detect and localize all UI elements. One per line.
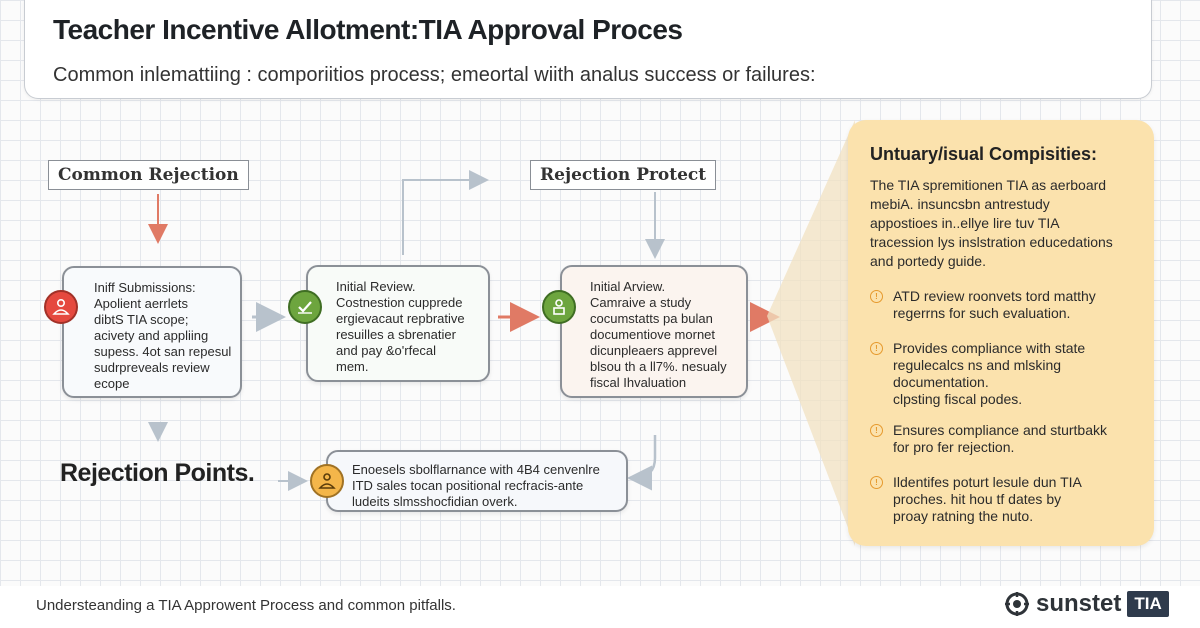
- panel-item-line: documentation.: [893, 374, 989, 390]
- footer-caption: Understeanding a TIA Approwent Process a…: [36, 597, 456, 614]
- card-line: supess. 4ot san repesul: [94, 344, 232, 359]
- panel-list-item: ! Provides compliance with state regulec…: [870, 340, 1085, 408]
- bullet-icon: !: [870, 342, 883, 355]
- card-line: Enoesels sbolflarnance with 4B4 cenvenlr…: [352, 462, 600, 477]
- card-line: and pay &o'rfecal: [336, 343, 437, 358]
- panel-item-line: clpsting fiscal podes.: [893, 391, 1023, 407]
- card-line: mem.: [336, 359, 369, 374]
- panel-item-line: Ildentifes poturt lesule dun TIA: [893, 474, 1082, 490]
- reviewer-icon: [542, 290, 576, 324]
- card-line: Initial Review.: [336, 279, 416, 294]
- card-line: fiscal Ihvaluation: [590, 375, 687, 390]
- card-line: ergievacaut repbrative: [336, 311, 465, 326]
- card-initial-arview[interactable]: Initial Arview. Camraive a study cocumst…: [560, 265, 748, 398]
- panel-list-item: ! ATD review roonvets tord matthy regerr…: [870, 288, 1096, 322]
- bullet-icon: !: [870, 290, 883, 303]
- card-line: ITD sales tocan positional recfracis-ant…: [352, 478, 584, 493]
- panel-item-line: Provides compliance with state: [893, 340, 1086, 356]
- card-line: Apolient aerrlets: [94, 296, 188, 311]
- panel-intro: The TIA spremitionen TIA as aerboard meb…: [870, 176, 1113, 271]
- card-text: Iniff Submissions: Apolient aerrlets dib…: [94, 280, 231, 392]
- arrow-card3-to-card4: [627, 435, 657, 491]
- panel-item-line: proay ratning the nuto.: [893, 508, 1034, 524]
- card-line: dicunpleaers apprevel: [590, 343, 718, 358]
- card-text: Initial Arview. Camraive a study cocumst…: [590, 279, 727, 391]
- panel-item-line: for pro fer rejection.: [893, 439, 1015, 455]
- card-line: Costnestion cupprede: [336, 295, 463, 310]
- panel-title: Untuary/isual Compisities:: [870, 144, 1098, 164]
- panel-item-line: Ensures compliance and sturtbakk: [893, 422, 1107, 438]
- bullet-icon: !: [870, 476, 883, 489]
- summary-panel: Untuary/isual Compisities: The TIA sprem…: [848, 120, 1154, 546]
- card-line: resuilles a sbrenatier: [336, 327, 456, 342]
- panel-intro-line: and portedy guide.: [870, 253, 986, 269]
- card-line: Initial Arview.: [590, 279, 666, 294]
- rejection-points-heading: Rejection Points.: [60, 459, 255, 487]
- panel-item-line: regerrns for such evaluation.: [893, 305, 1071, 321]
- person-icon: [44, 290, 78, 324]
- panel-item-line: proches. hit hou tf dates by: [893, 491, 1062, 507]
- panel-item-line: ATD review roonvets tord matthy: [893, 288, 1096, 304]
- card-line: Iniff Submissions:: [94, 280, 196, 295]
- panel-list-item: ! Ensures compliance and sturtbakk for p…: [870, 422, 1107, 456]
- check-icon: [288, 290, 322, 324]
- card-line: acivety and appliing: [94, 328, 209, 343]
- brand-logo: sunstet TIA: [1004, 590, 1169, 618]
- card-text: Initial Review. Costnestion cupprede erg…: [336, 279, 465, 375]
- card-line: dibtS TIA scope;: [94, 312, 189, 327]
- brand-name: sunstet: [1036, 590, 1122, 617]
- card-initial-review[interactable]: Initial Review. Costnestion cupprede erg…: [306, 265, 490, 382]
- card-line: sudrpreveals review: [94, 360, 210, 375]
- card-text: Enoesels sbolflarnance with 4B4 cenvenlr…: [352, 462, 600, 510]
- brand-tag: TIA: [1127, 591, 1169, 617]
- card-initial-submission[interactable]: Iniff Submissions: Apolient aerrlets dib…: [62, 266, 242, 398]
- panel-connector-shape: [767, 120, 855, 546]
- card-line: ecope: [94, 376, 130, 391]
- warning-person-icon: [310, 464, 344, 498]
- panel-intro-line: appostioes in..ellye lire tuv TIA: [870, 215, 1060, 231]
- card-line: Camraive a study: [590, 295, 692, 310]
- panel-item-line: regulecalcs ns and mlsking: [893, 357, 1062, 373]
- arrow-loop-review: [402, 170, 489, 255]
- page-subtitle: Common inlemattiing : comporiitios proce…: [53, 64, 816, 86]
- card-line: documentiove mornet: [590, 327, 716, 342]
- panel-intro-line: tracession lys inslstration educedations: [870, 234, 1113, 250]
- panel-list-item: ! Ildentifes poturt lesule dun TIA proch…: [870, 474, 1082, 525]
- card-line: cocumstatts pa bulan: [590, 311, 713, 326]
- header-card: Teacher Incentive Allotment:TIA Approval…: [24, 0, 1152, 99]
- panel-intro-line: The TIA spremitionen TIA as aerboard: [870, 177, 1107, 193]
- panel-intro-line: mebiA. insuncsbn antrestudy: [870, 196, 1050, 212]
- page-title: Teacher Incentive Allotment:TIA Approval…: [53, 14, 683, 45]
- card-line: ludeits slmsshocfidian overk.: [352, 494, 518, 509]
- card-line: blsou th a ll7%. nesualy: [590, 359, 727, 374]
- brand-mark-icon: [1005, 592, 1029, 616]
- common-rejection-label: Common Rejection: [48, 160, 249, 190]
- card-rejection-points[interactable]: Enoesels sbolflarnance with 4B4 cenvenlr…: [326, 450, 628, 512]
- footer-bar: Understeanding a TIA Approwent Process a…: [0, 586, 1200, 628]
- bullet-icon: !: [870, 424, 883, 437]
- rejection-protect-label: Rejection Protect: [530, 160, 717, 190]
